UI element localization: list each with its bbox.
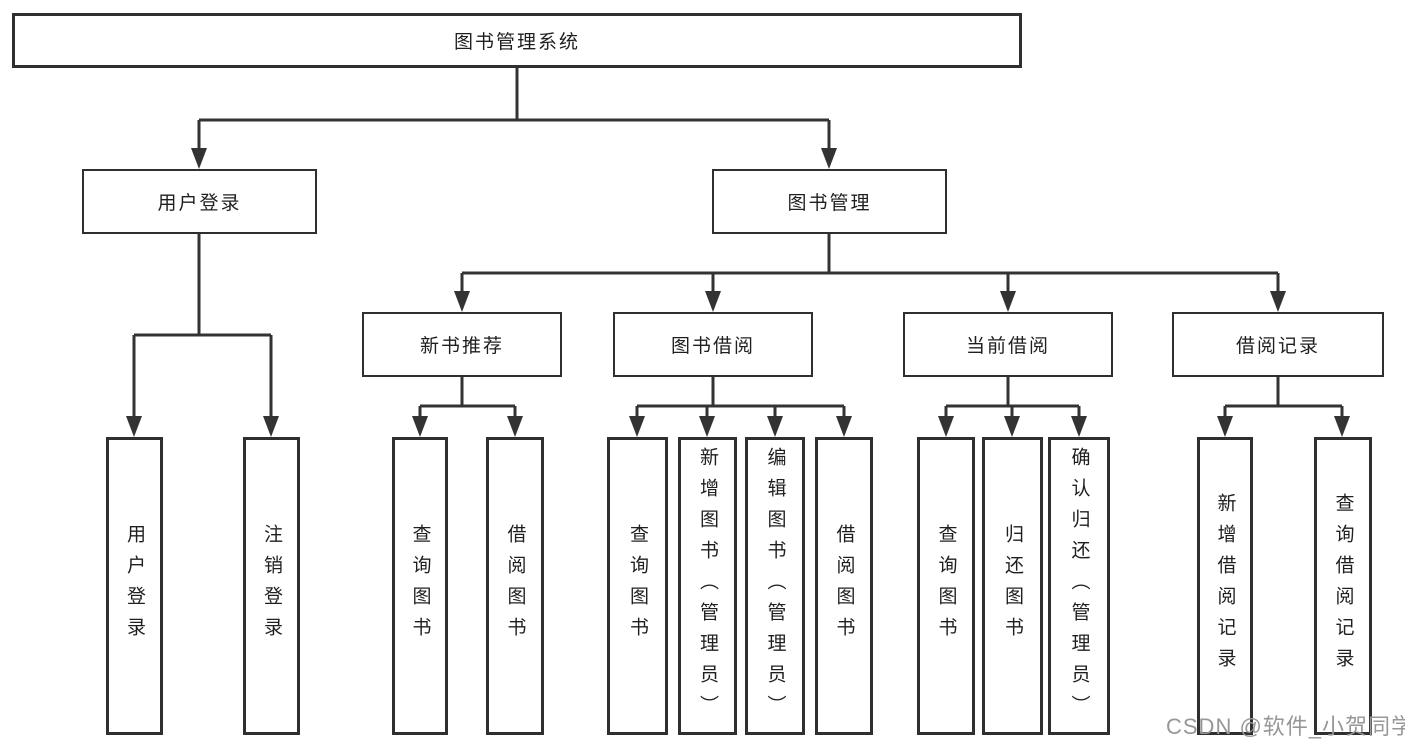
node-label: 借阅记录: [1235, 336, 1320, 357]
arrowhead: [1071, 416, 1087, 437]
connector-current-to-leaves: [944, 377, 1081, 420]
arrowhead: [507, 416, 523, 437]
leaf-logout: 注销登录: [243, 437, 300, 735]
leaf-current-query: 查询图书: [917, 437, 975, 735]
leaf-current-return: 归还图书: [982, 437, 1043, 735]
leaf-label: 查询图书: [935, 524, 957, 648]
arrowhead: [1004, 416, 1020, 437]
connector-bookmgmt-to-level3: [460, 234, 1280, 295]
leaf-borrow-add-admin: 新增图书（管理员）: [678, 437, 737, 735]
leaf-records-add: 新增借阅记录: [1197, 437, 1253, 735]
leaf-borrow-edit-admin: 编辑图书（管理员）: [745, 437, 805, 735]
node-book-borrow: 图书借阅: [613, 312, 813, 377]
leaf-label: 查询借阅记录: [1332, 493, 1354, 679]
arrowhead: [126, 416, 142, 437]
arrowhead: [699, 416, 715, 437]
leaf-current-confirm-admin: 确认归还（管理员）: [1048, 437, 1110, 735]
arrowhead: [821, 148, 837, 169]
leaf-user-login: 用户登录: [106, 437, 163, 735]
node-label: 新书推荐: [419, 336, 504, 357]
connector-lines: [132, 68, 1344, 420]
node-book-management: 图书管理: [712, 169, 947, 234]
leaf-borrow-book: 借阅图书: [815, 437, 873, 735]
arrowhead: [1270, 291, 1286, 312]
leaf-borrow-query: 查询图书: [607, 437, 668, 735]
leaf-label: 编辑图书（管理员）: [764, 446, 786, 726]
arrowhead: [1217, 416, 1233, 437]
arrowhead: [629, 416, 645, 437]
arrowhead: [938, 416, 954, 437]
arrowhead: [263, 416, 279, 437]
leaf-label: 查询图书: [627, 524, 648, 648]
node-label: 图书管理: [787, 193, 872, 214]
arrowhead: [191, 148, 207, 169]
arrowhead: [412, 416, 428, 437]
connector-userlogin-to-leaves: [132, 234, 273, 420]
node-library-system: 图书管理系统: [12, 13, 1022, 68]
leaf-label: 用户登录: [124, 524, 145, 648]
node-label: 图书管理系统: [453, 32, 580, 53]
leaf-label: 新增图书（管理员）: [697, 446, 718, 726]
connector-records-to-leaves: [1223, 377, 1344, 420]
arrowhead: [1000, 291, 1016, 312]
leaf-label: 借阅图书: [504, 524, 526, 648]
leaf-label: 注销登录: [261, 524, 282, 648]
leaf-newbook-query: 查询图书: [392, 437, 448, 735]
leaf-label: 查询图书: [409, 524, 431, 648]
node-label: 当前借阅: [965, 336, 1050, 357]
arrowhead: [836, 416, 852, 437]
leaf-newbook-borrow: 借阅图书: [486, 437, 544, 735]
node-current-borrow: 当前借阅: [903, 312, 1113, 377]
connector-root-to-level2: [197, 68, 831, 152]
node-new-book-recommend: 新书推荐: [362, 312, 562, 377]
node-user-login: 用户登录: [82, 169, 317, 234]
connector-newbook-to-leaves: [418, 377, 517, 420]
arrowhead: [767, 416, 783, 437]
arrowhead: [454, 291, 470, 312]
node-borrow-records: 借阅记录: [1172, 312, 1384, 377]
leaf-label: 归还图书: [1002, 524, 1023, 648]
leaf-label: 借阅图书: [833, 524, 855, 648]
node-label: 用户登录: [157, 193, 242, 214]
csdn-watermark: CSDN @软件_小贺同学: [1166, 714, 1405, 739]
arrowhead: [1334, 416, 1350, 437]
arrowhead: [705, 291, 721, 312]
leaf-label: 确认归还（管理员）: [1068, 446, 1090, 726]
node-label: 图书借阅: [670, 336, 755, 357]
leaf-records-query: 查询借阅记录: [1314, 437, 1372, 735]
arrowheads: [126, 148, 1350, 437]
leaf-label: 新增借阅记录: [1214, 493, 1236, 679]
connector-borrow-to-leaves: [635, 377, 846, 420]
